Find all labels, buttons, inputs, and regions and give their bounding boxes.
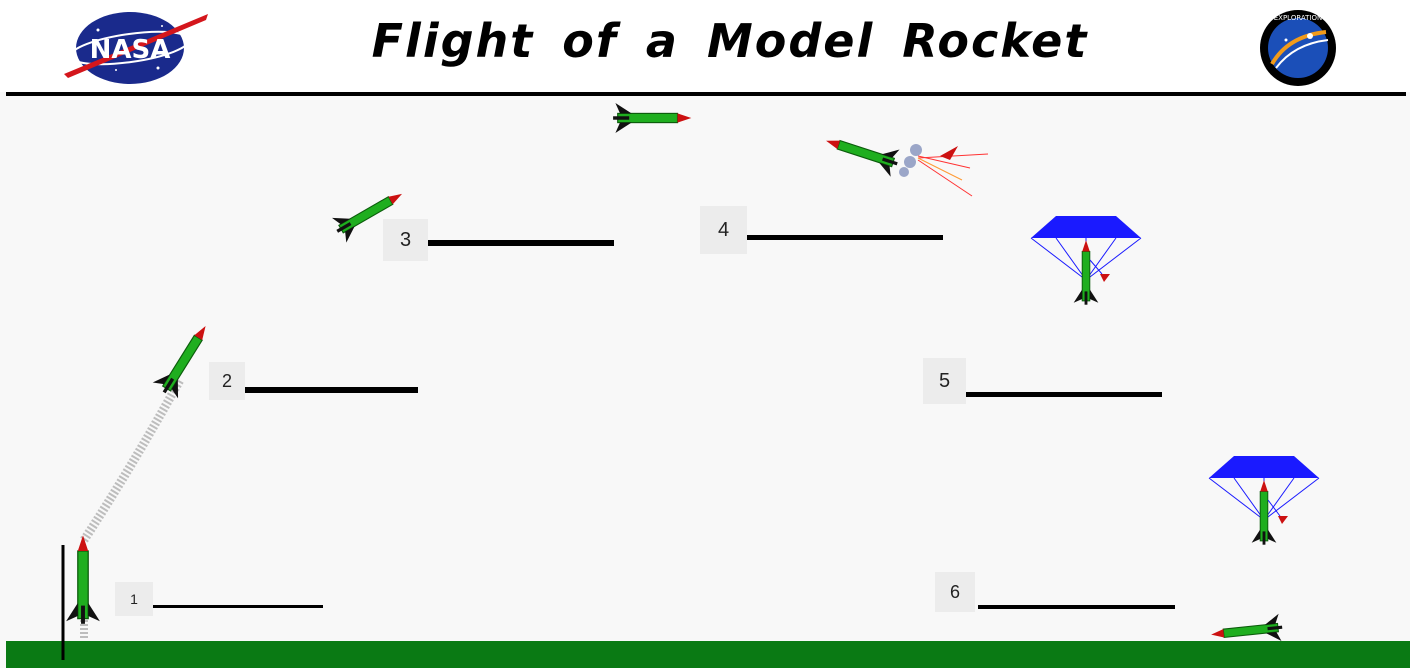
- stage-line-6: [978, 605, 1175, 609]
- rocket-ejection: [821, 126, 989, 197]
- stage-line-5: [966, 392, 1162, 397]
- page-title: Flight of a Model Rocket: [371, 14, 1089, 68]
- header: NASA Flight of a Model Rocket EXPLORATIO…: [0, 0, 1410, 92]
- svg-text:NASA: NASA: [90, 35, 171, 65]
- stage-line-3: [428, 240, 614, 246]
- rocket-apogee: [612, 102, 692, 134]
- stage-label-6: 6: [935, 572, 975, 612]
- stage-label-1: 1: [115, 582, 153, 616]
- rocket-on-pad: [65, 534, 101, 625]
- stage-label-3: 3: [383, 219, 428, 261]
- rocket-landed: [1209, 613, 1285, 649]
- stage-line-1: [153, 605, 323, 608]
- svg-text:EXPLORATION: EXPLORATION: [1274, 14, 1323, 22]
- stage-line-2: [245, 387, 418, 393]
- nasa-logo: NASA: [64, 12, 208, 84]
- rocket-parachute-high: [1030, 215, 1142, 306]
- exhaust-trail: [80, 377, 184, 543]
- exploration-logo: EXPLORATION: [1260, 10, 1336, 86]
- ground: [6, 641, 1410, 668]
- stage-line-4: [747, 235, 943, 240]
- stage-label-4: 4: [700, 206, 747, 254]
- stage-label-5: 5: [923, 358, 966, 404]
- stage-label-2: 2: [209, 362, 245, 400]
- header-divider: [6, 92, 1406, 96]
- rocket-parachute-low: [1208, 455, 1320, 546]
